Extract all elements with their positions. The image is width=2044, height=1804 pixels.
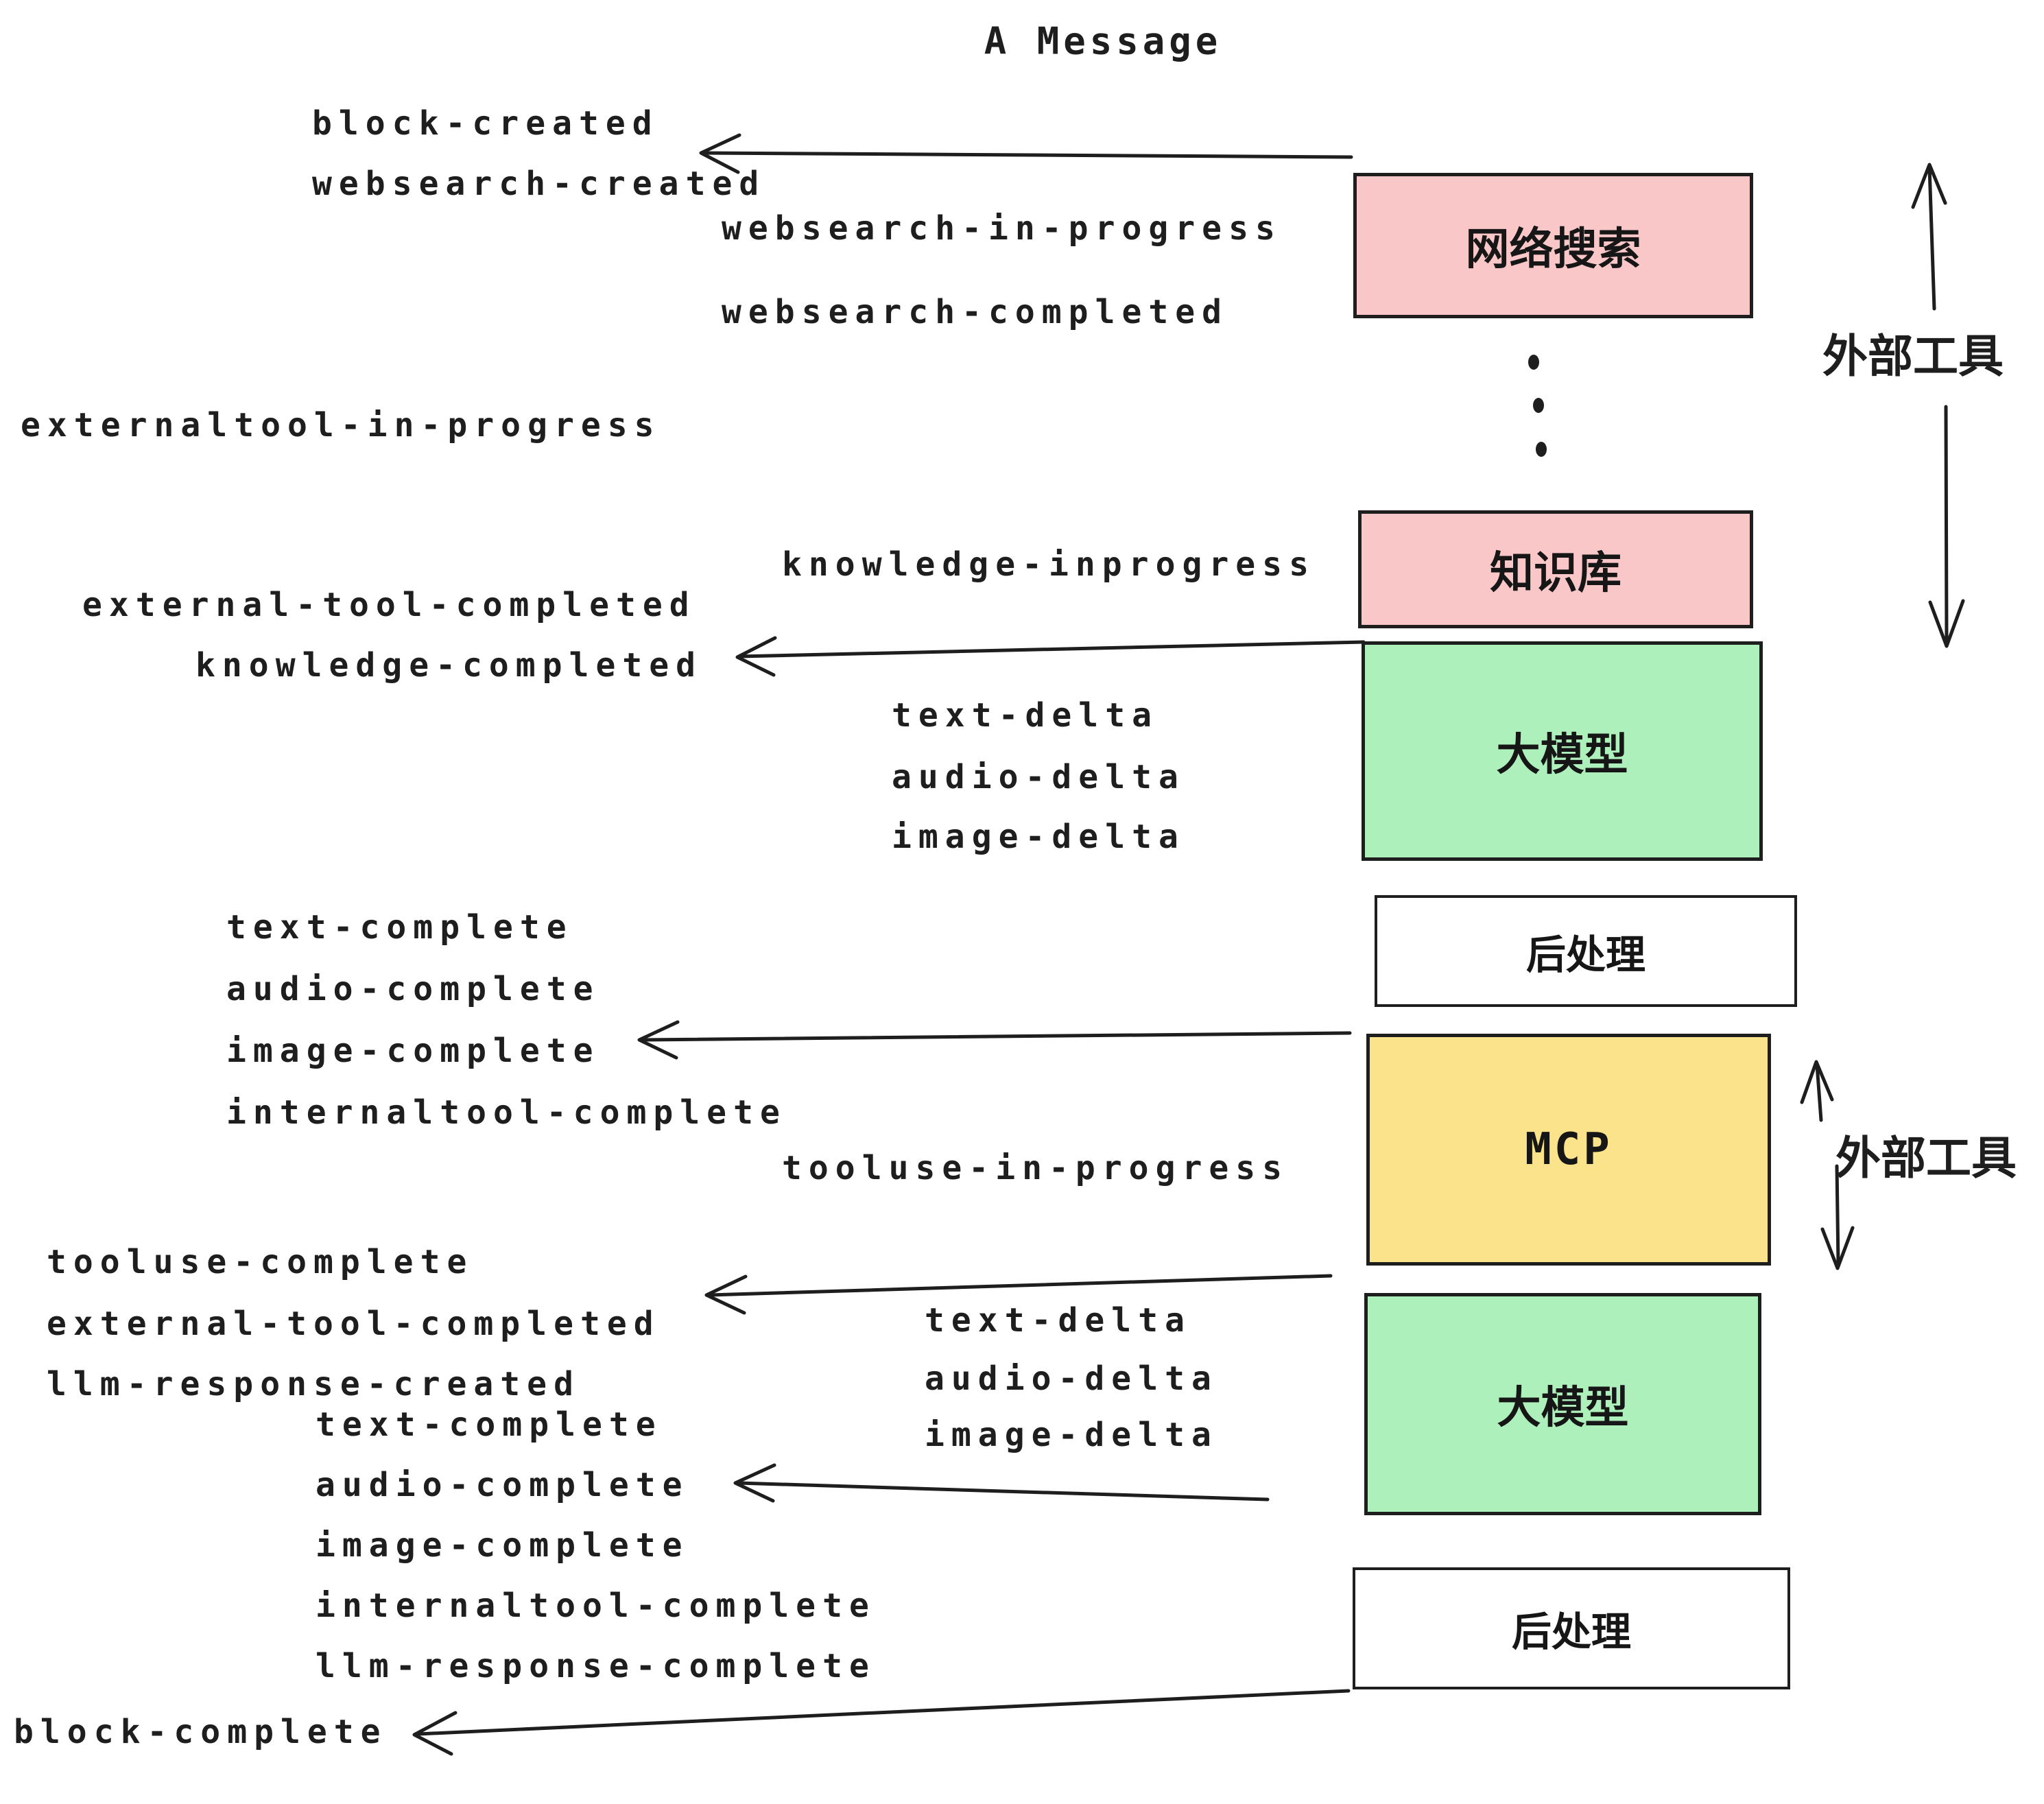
event-audio-delta-1: audio-delta xyxy=(892,758,1185,796)
event-external-tool-completed-2: external-tool-completed xyxy=(47,1305,661,1343)
event-external-tool-completed-1: external-tool-completed xyxy=(82,586,696,624)
event-knowledge-inprogress: knowledge-inprogress xyxy=(782,545,1316,584)
arrow-block-complete-icon xyxy=(412,1689,1351,1756)
event-internaltool-complete-1: internaltool-complete xyxy=(226,1093,787,1132)
event-tooluse-complete: tooluse-complete xyxy=(47,1243,474,1281)
box-postprocess-1: 后处理 xyxy=(1375,895,1797,1007)
label-external-tools-mid: 外部工具 xyxy=(1835,1132,2017,1183)
event-block-created: block-created xyxy=(312,104,659,143)
page-title: A Message xyxy=(984,19,1222,63)
event-audio-complete-1: audio-complete xyxy=(226,970,600,1008)
event-llm-response-complete: llm-response-complete xyxy=(316,1647,876,1685)
arrow-image-complete-icon xyxy=(637,1020,1352,1060)
box-llm-1: 大模型 xyxy=(1362,641,1763,861)
event-websearch-in-progress: websearch-in-progress xyxy=(722,209,1282,248)
event-block-complete: block-complete xyxy=(14,1713,388,1751)
double-arrow-external-tools-top-icon xyxy=(1911,163,1965,648)
box-knowledge: 知识库 xyxy=(1358,510,1753,628)
ellipsis-dots-icon xyxy=(1528,355,1547,457)
event-image-delta-1: image-delta xyxy=(892,818,1185,856)
arrow-tooluse-complete-icon xyxy=(704,1274,1333,1315)
event-internaltool-complete-2: internaltool-complete xyxy=(316,1587,876,1625)
event-audio-delta-2: audio-delta xyxy=(925,1360,1218,1398)
event-text-delta-1: text-delta xyxy=(892,696,1158,735)
event-text-delta-2: text-delta xyxy=(925,1301,1191,1340)
arrow-block-created-icon xyxy=(699,133,1353,174)
arrow-knowledge-completed-icon xyxy=(735,636,1366,677)
box-mcp: MCP xyxy=(1366,1034,1771,1266)
double-arrow-external-tools-mid-icon xyxy=(1800,1060,1855,1270)
event-externaltool-in-progress: externaltool-in-progress xyxy=(21,406,661,444)
event-knowledge-completed: knowledge-completed xyxy=(195,646,703,685)
event-llm-response-created: llm-response-created xyxy=(47,1365,580,1403)
box-websearch: 网络搜索 xyxy=(1353,173,1753,318)
event-text-complete-2: text-complete xyxy=(316,1405,663,1444)
event-image-delta-2: image-delta xyxy=(925,1416,1218,1454)
arrow-audio-complete-icon xyxy=(733,1463,1270,1503)
event-websearch-completed: websearch-completed xyxy=(722,293,1229,331)
event-image-complete-2: image-complete xyxy=(316,1526,689,1565)
event-audio-complete-2: audio-complete xyxy=(316,1466,689,1504)
event-image-complete-1: image-complete xyxy=(226,1032,600,1070)
label-external-tools-top: 外部工具 xyxy=(1822,331,2004,381)
event-websearch-created: websearch-created xyxy=(312,165,766,203)
event-text-complete-1: text-complete xyxy=(226,908,573,947)
event-tooluse-in-progress: tooluse-in-progress xyxy=(782,1149,1290,1187)
box-postprocess-2: 后处理 xyxy=(1353,1567,1790,1689)
box-llm-2: 大模型 xyxy=(1364,1293,1761,1515)
